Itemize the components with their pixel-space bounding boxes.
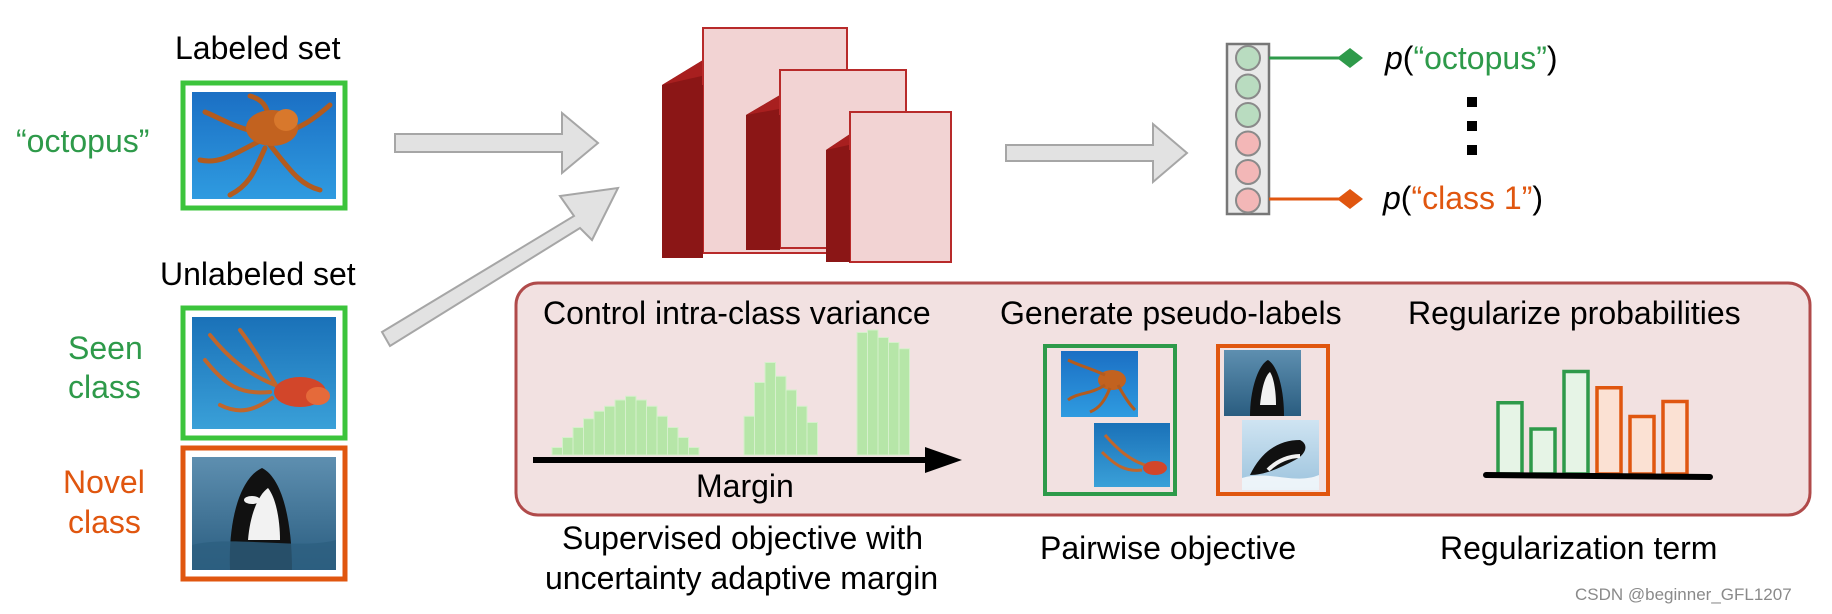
histogram-bar	[635, 399, 647, 456]
intra-class-title: Control intra-class variance	[543, 295, 931, 331]
prob-symbol: p	[1385, 40, 1403, 76]
output-layer-frame	[1225, 42, 1271, 216]
histogram-bar	[677, 437, 689, 456]
supervised-caption-line1: Supervised objective with	[562, 520, 924, 556]
probability-bar-novel	[1595, 386, 1623, 476]
prob-open-paren: (	[1402, 40, 1414, 76]
histogram-bar	[583, 418, 595, 456]
margin-axis-arrowhead	[925, 447, 962, 473]
watermark: CSDN @beginner_GFL1207	[1575, 585, 1792, 604]
pairwise-caption: Pairwise objective	[1040, 530, 1297, 566]
margin-axis-label: Margin	[696, 468, 794, 504]
probability-bar-chart	[1483, 369, 1713, 480]
histogram-bar	[688, 447, 700, 456]
output-layer	[1225, 42, 1477, 216]
histogram-bar	[754, 382, 766, 456]
cnn-layer-3	[826, 111, 952, 263]
seen-pair-box	[1043, 344, 1177, 496]
network-to-output-arrow	[1005, 121, 1189, 185]
top-output-class: “octopus”	[1413, 40, 1547, 76]
prob-open-paren: (	[1400, 180, 1412, 216]
histogram-bar	[806, 422, 818, 456]
prob-close-paren: )	[1546, 40, 1558, 76]
unlabeled-to-network-arrow	[380, 186, 620, 348]
regularize-title: Regularize probabilities	[1408, 295, 1741, 331]
histogram-bar	[656, 415, 668, 456]
regularization-caption: Regularization term	[1440, 530, 1718, 566]
probability-bar-novel	[1628, 414, 1656, 476]
cnn-layers	[662, 27, 952, 263]
histogram-bar	[775, 375, 787, 456]
unlabeled-set-title: Unlabeled set	[160, 256, 356, 292]
probability-bar-novel	[1661, 399, 1689, 476]
prob-symbol: p	[1383, 180, 1401, 216]
supervised-caption-line2: uncertainty adaptive margin	[545, 560, 939, 596]
histogram-bar	[764, 362, 776, 456]
probability-baseline	[1483, 472, 1713, 480]
output-neuron-seen	[1235, 45, 1261, 71]
vertical-ellipsis	[1467, 97, 1477, 155]
histogram-bar	[593, 410, 605, 456]
pair-seen-octopus-2	[1094, 423, 1170, 487]
bottom-output-class: “class 1”	[1411, 180, 1533, 216]
octopus-class-label: “octopus”	[16, 123, 150, 159]
seen-class-label-line2: class	[68, 369, 141, 405]
seen-class-label-line1: Seen	[68, 330, 143, 366]
histogram-bar	[796, 405, 808, 456]
bottom-output-diamond	[1337, 189, 1363, 209]
labeled-octopus-image	[180, 80, 348, 211]
histogram-bar	[614, 399, 626, 456]
prob-close-paren: )	[1532, 180, 1544, 216]
probability-bar-seen	[1529, 427, 1557, 476]
output-neuron-novel	[1235, 187, 1261, 214]
histogram-bar	[743, 415, 755, 456]
pseudo-labels-title: Generate pseudo-labels	[1000, 295, 1342, 331]
top-output-diamond	[1337, 48, 1363, 68]
output-neuron-novel	[1235, 130, 1261, 157]
novel-class-label-line1: Novel	[63, 464, 145, 500]
histogram-bar	[551, 447, 563, 456]
pair-seen-octopus-1	[1061, 351, 1138, 417]
histogram-bar	[898, 348, 910, 456]
histogram-bar	[867, 329, 879, 456]
output-neuron-seen	[1235, 102, 1261, 128]
probability-bar-seen	[1496, 401, 1524, 476]
labeled-to-network-arrow	[394, 110, 600, 176]
histogram-bar	[625, 395, 637, 456]
histogram-bar	[667, 427, 679, 456]
pair-novel-orca-2	[1242, 420, 1319, 490]
probability-bar-seen	[1562, 369, 1590, 476]
histogram-bar	[877, 337, 889, 456]
histogram-bar	[572, 427, 584, 456]
histogram-bar	[888, 342, 900, 456]
pair-novel-orca-1	[1224, 350, 1301, 416]
histogram-bar	[785, 389, 797, 456]
bottom-output-probability: p(“class 1”)	[1383, 180, 1543, 216]
novel-pair-box	[1216, 344, 1330, 496]
histogram-bar	[646, 405, 658, 456]
histogram-bar	[604, 405, 616, 456]
novel-class-label-line2: class	[68, 504, 141, 540]
top-output-probability: p(“octopus”)	[1385, 40, 1558, 76]
output-neuron-seen	[1235, 73, 1261, 100]
histogram-bar	[562, 437, 574, 456]
histogram-bar	[856, 332, 868, 456]
labeled-set-title: Labeled set	[175, 30, 341, 66]
seen-octopus-image	[180, 305, 348, 441]
output-neuron-novel	[1235, 159, 1261, 185]
margin-histogram	[533, 329, 962, 473]
novel-orca-image	[180, 445, 348, 582]
